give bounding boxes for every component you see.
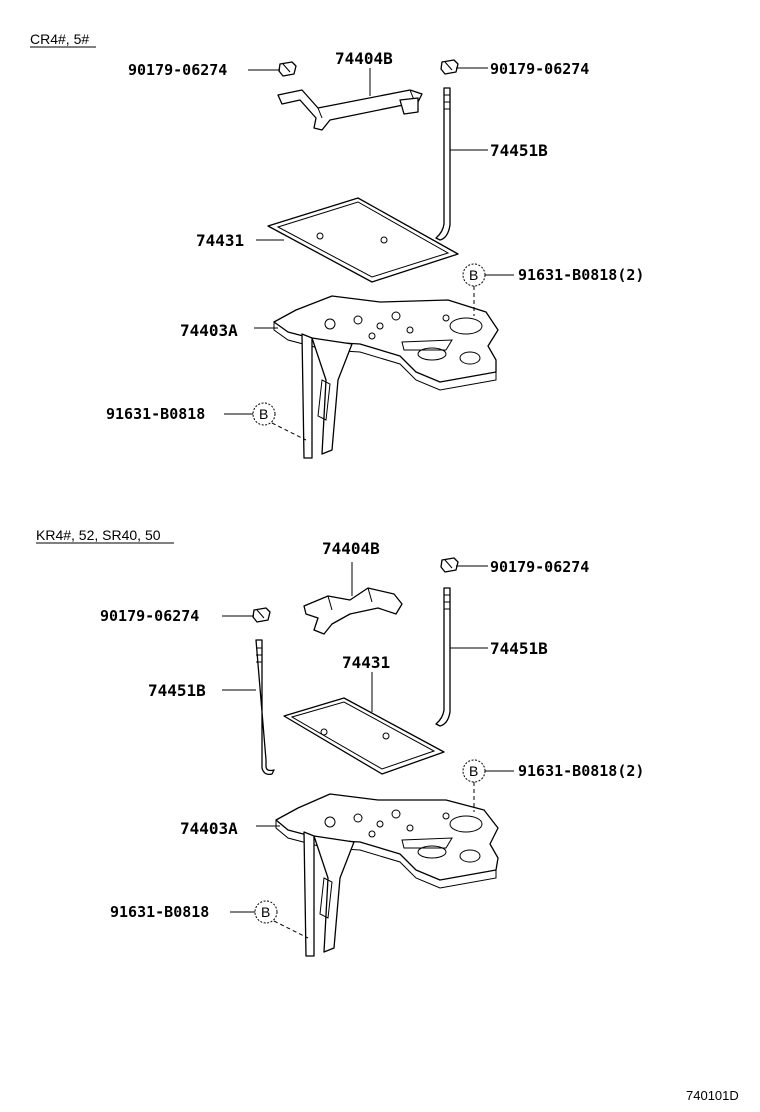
hold-down-bolt (435, 87, 451, 241)
nut-icon (252, 607, 271, 623)
part-number-nut-left: 90179-06274 (128, 61, 227, 79)
nut-icon (278, 61, 297, 77)
part-number-pad-2: 74431 (342, 653, 390, 672)
part-number-clamp: 74404B (335, 49, 393, 68)
part-number-nut-left-2: 90179-06274 (100, 607, 199, 625)
battery-pad (267, 197, 459, 283)
part-number-tray: 74403A (180, 321, 238, 340)
callout-mark: B (261, 904, 270, 920)
battery-pad (283, 697, 445, 775)
part-number-clamp-2: 74404B (322, 539, 380, 558)
part-number-screw-right-2: 91631-B0818(2) (518, 762, 644, 780)
figure-id: 740101D (686, 1088, 739, 1103)
part-number-bolt-right: 74451B (490, 141, 548, 160)
nut-icon (440, 557, 459, 573)
callout-mark: B (469, 267, 478, 283)
part-number-nut-right-2: 90179-06274 (490, 558, 589, 576)
battery-clamp (303, 587, 403, 635)
part-number-bolt-right-2: 74451B (490, 639, 548, 658)
section-1: CR4#, 5# 90179-06274 90179-06274 74404B (30, 31, 644, 459)
section-1-header: CR4#, 5# (30, 31, 89, 47)
battery-tray (275, 793, 499, 957)
part-number-pad: 74431 (196, 231, 244, 250)
callout-mark: B (259, 406, 268, 422)
section-2-header: KR4#, 52, SR40, 50 (36, 527, 161, 543)
part-number-bolt-left-2: 74451B (148, 681, 206, 700)
part-number-tray-2: 74403A (180, 819, 238, 838)
battery-clamp (277, 89, 423, 131)
nut-icon (440, 59, 459, 75)
battery-tray (273, 295, 499, 459)
part-number-screw-left: 91631-B0818 (106, 405, 205, 423)
section-2: KR4#, 52, SR40, 50 74404B 90179-06274 90… (36, 527, 644, 957)
part-number-nut-right: 90179-06274 (490, 60, 589, 78)
callout-b-marker (254, 900, 278, 924)
callout-b-marker (252, 402, 276, 426)
callout-mark: B (469, 763, 478, 779)
hold-down-bolt (435, 587, 451, 727)
part-number-screw-left-2: 91631-B0818 (110, 903, 209, 921)
part-number-screw-right: 91631-B0818(2) (518, 266, 644, 284)
hold-down-bolt (255, 639, 275, 776)
